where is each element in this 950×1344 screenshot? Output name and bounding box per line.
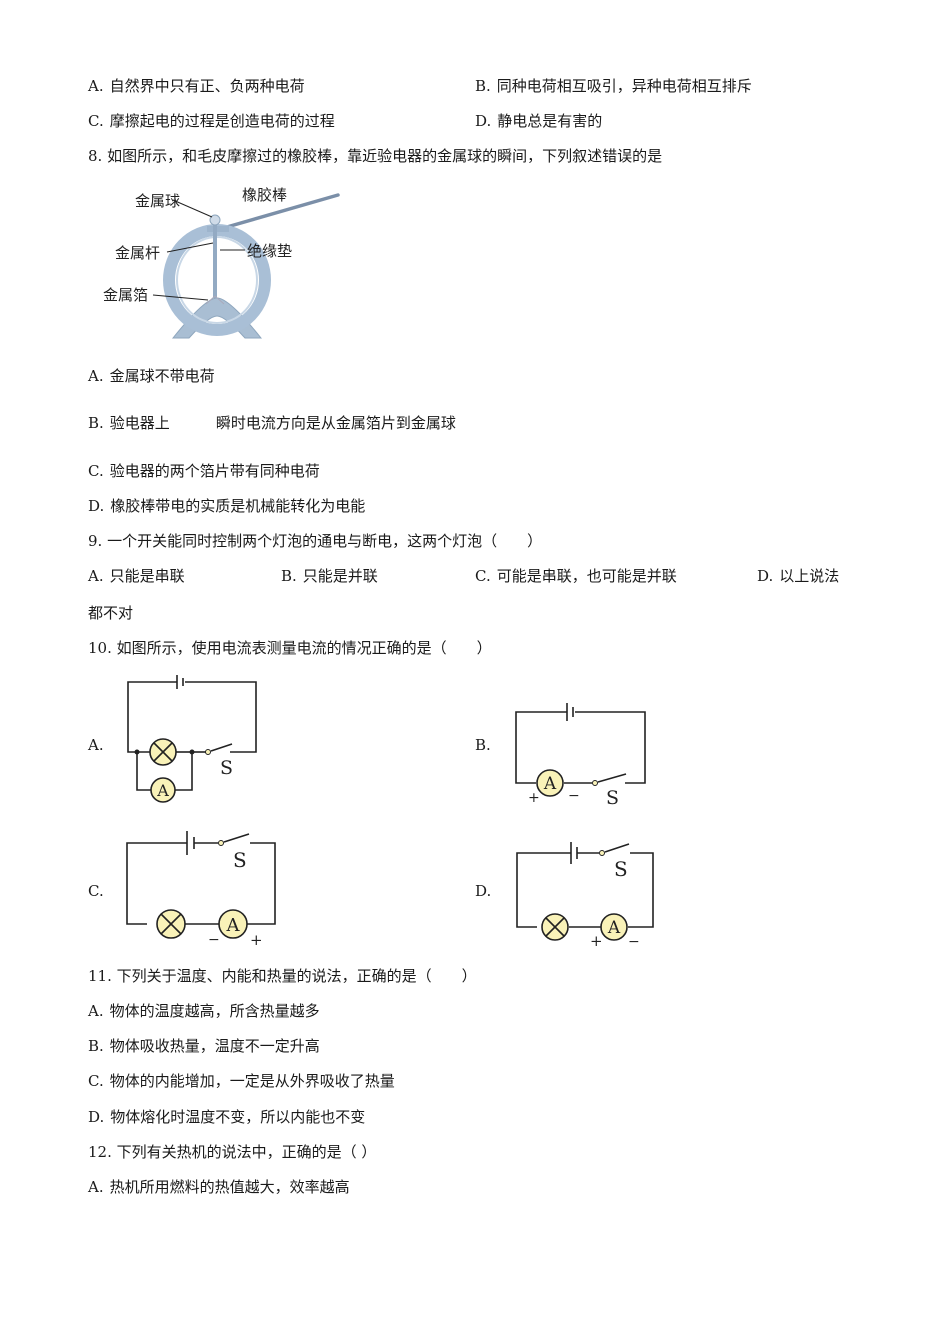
q9-option-d-wrap: 都不对 — [88, 604, 134, 622]
svg-text:A: A — [156, 781, 169, 800]
label-metal-foil: 金属箔 — [103, 286, 148, 304]
insulating-pad-icon — [207, 226, 229, 232]
q11-option-a: A. 物体的温度越高，所含热量越多 — [88, 1001, 320, 1021]
option-label: B. — [475, 77, 491, 95]
circuit-a-diagram: A S — [120, 672, 270, 807]
option-label: A. — [88, 77, 104, 95]
svg-text:A: A — [543, 774, 557, 794]
minus-terminal: − — [208, 932, 220, 948]
option-label: B. — [281, 567, 297, 585]
lamp-icon — [541, 913, 569, 941]
option-label: D. — [757, 567, 774, 585]
ammeter-icon: A — [218, 909, 248, 939]
minus-terminal: − — [628, 934, 640, 950]
q11-stem: 11. 下列关于温度、内能和热量的说法，正确的是（ ） — [88, 967, 477, 985]
option-label: B. — [88, 1037, 104, 1055]
option-text: 热机所用燃料的热值越大，效率越高 — [109, 1178, 350, 1196]
option-text: 瞬时电流方向是从金属箔片到金属球 — [215, 414, 456, 432]
option-label: D. — [88, 497, 105, 515]
q12-option-a: A. 热机所用燃料的热值越大，效率越高 — [88, 1177, 350, 1197]
option-text: 自然界中只有正、负两种电荷 — [109, 77, 305, 95]
q12-stem: 12. 下列有关热机的说法中，正确的是（ ） — [88, 1143, 377, 1161]
option-text: 以上说法 — [779, 567, 840, 585]
option-label: C. — [88, 462, 104, 480]
option-label: A. — [88, 1002, 104, 1020]
metal-ball-icon — [209, 214, 221, 226]
q8-stem: 8. 如图所示，和毛皮摩擦过的橡胶棒，靠近验电器的金属球的瞬间，下列叙述错误的是 — [88, 147, 663, 165]
label-rubber-rod: 橡胶棒 — [242, 186, 287, 204]
q10-option-a-label: A. — [88, 736, 104, 754]
plus-terminal: + — [590, 932, 603, 950]
q10-option-b-label: B. — [475, 736, 491, 754]
option-label: A. — [88, 1178, 104, 1196]
option-label: D. — [475, 112, 492, 130]
svg-text:A: A — [607, 918, 621, 938]
option-label: C. — [88, 112, 104, 130]
q9-option-a: A. 只能是串联 — [88, 566, 185, 586]
q10-option-c-label: C. — [88, 882, 104, 900]
q8-option-d: D. 橡胶棒带电的实质是机械能转化为电能 — [88, 496, 365, 516]
option-label: A. — [88, 567, 104, 585]
plus-terminal: + — [528, 790, 540, 806]
rubber-rod-icon — [211, 193, 340, 233]
switch-label: S — [606, 787, 619, 809]
option-label: D. — [88, 1108, 105, 1126]
option-text: 金属球不带电荷 — [109, 367, 215, 385]
ammeter-icon: A — [600, 913, 628, 941]
switch-label: S — [233, 848, 247, 872]
ammeter-icon: A — [150, 777, 176, 803]
ammeter-icon: A — [536, 769, 564, 797]
option-text: 物体的温度越高，所含热量越多 — [109, 1002, 320, 1020]
q9-option-c: C. 可能是串联，也可能是并联 — [475, 566, 677, 586]
option-text: 只能是并联 — [302, 567, 378, 585]
option-text: 摩擦起电的过程是创造电荷的过程 — [109, 112, 335, 130]
option-text: 验电器的两个箔片带有同种电荷 — [109, 462, 320, 480]
circuit-b-diagram: A + − S — [510, 698, 660, 810]
electroscope-figure: 金属球 橡胶棒 金属杆 绝缘垫 金属箔 — [95, 180, 355, 350]
switch-label: S — [614, 857, 628, 881]
q7-option-b: B. 同种电荷相互吸引，异种电荷相互排斥 — [475, 76, 752, 96]
q8-option-c: C. 验电器的两个箔片带有同种电荷 — [88, 461, 320, 481]
q7-option-a: A. 自然界中只有正、负两种电荷 — [88, 76, 305, 96]
option-text: 静电总是有害的 — [497, 112, 603, 130]
option-text: 物体吸收热量，温度不一定升高 — [109, 1037, 320, 1055]
option-label: B. — [88, 414, 104, 432]
option-text: 验电器上 — [109, 414, 170, 432]
q11-option-c: C. 物体的内能增加，一定是从外界吸收了热量 — [88, 1071, 395, 1091]
option-text: 只能是串联 — [109, 567, 185, 585]
q7-option-c: C. 摩擦起电的过程是创造电荷的过程 — [88, 111, 335, 131]
label-metal-ball: 金属球 — [135, 192, 180, 210]
plus-terminal: + — [250, 931, 263, 949]
q10-stem: 10. 如图所示，使用电流表测量电流的情况正确的是（ ） — [88, 639, 492, 657]
circuit-d-diagram: A + − S — [510, 836, 665, 951]
q9-option-b: B. 只能是并联 — [281, 566, 378, 586]
switch-label: S — [220, 757, 233, 779]
q9-stem: 9. 一个开关能同时控制两个灯泡的通电与断电，这两个灯泡（ ） — [88, 532, 543, 550]
q8-option-a: A. 金属球不带电荷 — [88, 366, 215, 386]
q11-option-b: B. 物体吸收热量，温度不一定升高 — [88, 1036, 320, 1056]
q8-option-b: B. 验电器上 瞬时电流方向是从金属箔片到金属球 — [88, 413, 456, 433]
lamp-icon — [149, 738, 177, 766]
q7-option-d: D. 静电总是有害的 — [475, 111, 602, 131]
option-label: A. — [88, 367, 104, 385]
q10-option-d-label: D. — [475, 882, 492, 900]
option-label: C. — [475, 567, 491, 585]
minus-terminal: − — [568, 788, 580, 804]
lamp-icon — [156, 909, 186, 939]
q9-option-d: D. 以上说法 — [757, 566, 839, 586]
label-metal-rod: 金属杆 — [115, 244, 160, 262]
option-text: 物体的内能增加，一定是从外界吸收了热量 — [109, 1072, 395, 1090]
option-label: C. — [88, 1072, 104, 1090]
option-text: 橡胶棒带电的实质是机械能转化为电能 — [110, 497, 366, 515]
option-text: 物体熔化时温度不变，所以内能也不变 — [110, 1108, 366, 1126]
option-text: 同种电荷相互吸引，异种电荷相互排斥 — [496, 77, 752, 95]
q11-option-d: D. 物体熔化时温度不变，所以内能也不变 — [88, 1107, 365, 1127]
option-text: 可能是串联，也可能是并联 — [496, 567, 677, 585]
svg-text:A: A — [226, 915, 241, 936]
circuit-c-diagram: A − + S — [120, 826, 285, 951]
label-insulating-pad: 绝缘垫 — [247, 242, 292, 260]
